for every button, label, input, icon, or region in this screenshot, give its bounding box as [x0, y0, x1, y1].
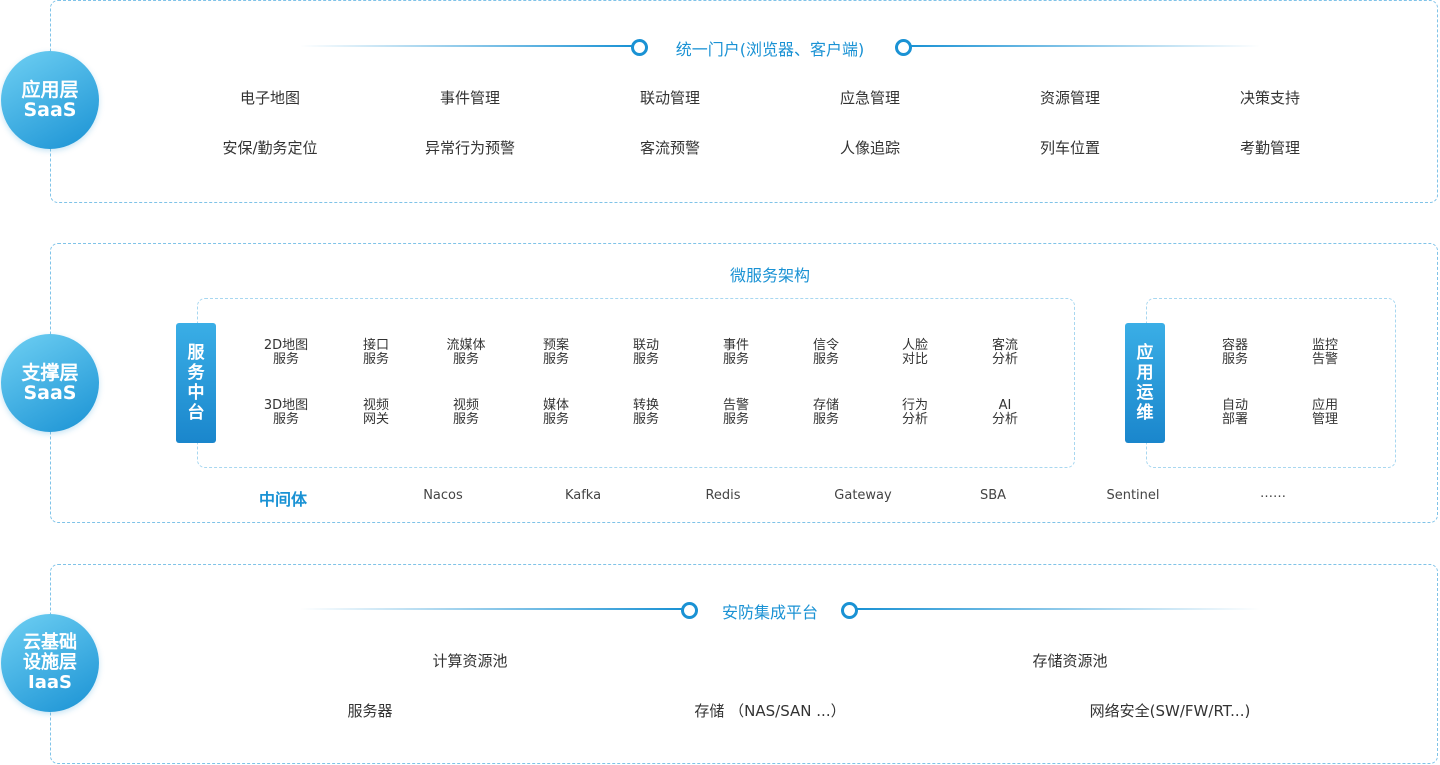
- support-layer-badge: 支撑层 SaaS: [1, 334, 99, 432]
- service-item: 事件服务: [722, 338, 750, 367]
- middleware-item: Kafka: [564, 488, 602, 503]
- service-item: 人脸对比: [901, 338, 929, 367]
- middleware-item: ……: [1260, 486, 1286, 501]
- app-item: 人像追踪: [839, 139, 901, 157]
- app-item: 安保/勤务定位: [222, 139, 318, 157]
- tab-char: 服: [187, 343, 205, 363]
- middleware-item: Nacos: [423, 488, 463, 503]
- service-item: 视频网关: [362, 398, 390, 427]
- app-item: 电子地图: [239, 89, 301, 107]
- badge-line: 设施层: [23, 652, 77, 673]
- service-item: 信令服务: [812, 338, 840, 367]
- app-item: 资源管理: [1039, 89, 1101, 107]
- middleware-item: Gateway: [834, 488, 892, 503]
- tab-char: 台: [187, 403, 205, 423]
- ops-item: 容器服务: [1221, 338, 1249, 367]
- resource-pool: 计算资源池: [432, 652, 508, 670]
- title-ring-right: [841, 602, 858, 619]
- app-ops-tab: 应 用 运 维: [1125, 323, 1165, 443]
- app-ops-box: [1146, 298, 1396, 468]
- service-center-tab: 服 务 中 台: [176, 323, 216, 443]
- title-line-left: [300, 608, 682, 610]
- infrastructure-layer-panel: [50, 564, 1438, 764]
- app-item: 客流预警: [639, 139, 701, 157]
- app-item: 列车位置: [1039, 139, 1101, 157]
- badge-line: 云基础: [23, 632, 77, 653]
- infrastructure-layer-badge: 云基础 设施层 IaaS: [1, 614, 99, 712]
- middleware-item: Sentinel: [1106, 488, 1160, 503]
- app-item: 异常行为预警: [424, 139, 516, 157]
- service-item: 存储服务: [812, 398, 840, 427]
- middleware-title: 中间体: [258, 490, 308, 509]
- app-item: 事件管理: [439, 89, 501, 107]
- ops-item: 监控告警: [1311, 338, 1339, 367]
- service-item: 流媒体服务: [446, 338, 486, 367]
- app-item: 应急管理: [839, 89, 901, 107]
- tab-char: 应: [1136, 343, 1154, 363]
- tab-char: 务: [187, 363, 205, 383]
- tab-char: 运: [1136, 383, 1154, 403]
- service-item: 预案服务: [542, 338, 570, 367]
- tab-char: 维: [1136, 403, 1154, 423]
- badge-line: IaaS: [28, 672, 72, 693]
- title-line-left: [300, 45, 632, 47]
- middleware-item: SBA: [979, 488, 1007, 503]
- app-item: 考勤管理: [1239, 139, 1301, 157]
- application-layer-badge: 应用层 SaaS: [1, 51, 99, 149]
- service-item: 告警服务: [722, 398, 750, 427]
- service-item: 2D地图服务: [263, 338, 309, 367]
- title-line-right: [910, 45, 1260, 47]
- platform-title: 安防集成平台: [721, 603, 819, 622]
- tab-char: 中: [187, 383, 205, 403]
- app-item: 决策支持: [1239, 89, 1301, 107]
- title-ring-left: [631, 39, 648, 56]
- badge-line: SaaS: [23, 382, 77, 404]
- title-line-right: [856, 608, 1260, 610]
- service-item: 转换服务: [632, 398, 660, 427]
- service-item: 视频服务: [452, 398, 480, 427]
- microservice-title: 微服务架构: [729, 266, 811, 285]
- infra-item: 网络安全(SW/FW/RT...): [1089, 702, 1251, 720]
- infra-item: 服务器: [347, 702, 393, 720]
- app-item: 联动管理: [639, 89, 701, 107]
- title-ring-right: [895, 39, 912, 56]
- badge-line: 应用层: [21, 79, 79, 101]
- ops-item: 自动部署: [1221, 398, 1249, 427]
- service-item: 3D地图服务: [263, 398, 309, 427]
- infra-item: 存储 （NAS/SAN ...）: [694, 702, 846, 720]
- service-item: 接口服务: [362, 338, 390, 367]
- service-item: 联动服务: [632, 338, 660, 367]
- portal-title: 统一门户(浏览器、客户端): [675, 40, 865, 59]
- title-ring-left: [681, 602, 698, 619]
- middleware-item: Redis: [705, 488, 741, 503]
- service-item: 媒体服务: [542, 398, 570, 427]
- badge-line: SaaS: [23, 99, 77, 121]
- ops-item: 应用管理: [1311, 398, 1339, 427]
- service-item: 行为分析: [901, 398, 929, 427]
- service-item: 客流分析: [991, 338, 1019, 367]
- resource-pool: 存储资源池: [1032, 652, 1108, 670]
- service-center-box: [197, 298, 1075, 468]
- tab-char: 用: [1136, 363, 1154, 383]
- badge-line: 支撑层: [21, 362, 79, 384]
